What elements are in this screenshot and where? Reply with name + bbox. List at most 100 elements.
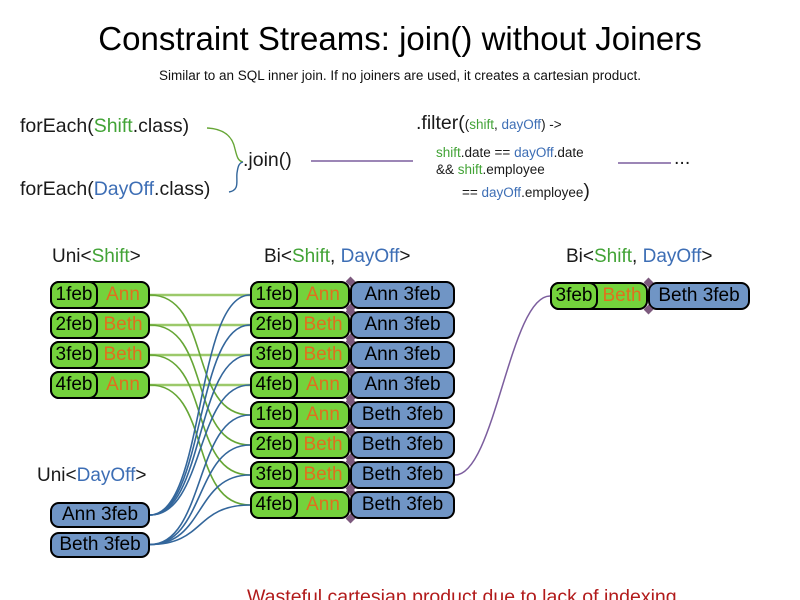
uni-dayoff-header: Uni<DayOff> [37, 465, 147, 487]
code-token: , [494, 117, 502, 132]
shift-date-cell: 4feb [250, 371, 298, 399]
code-filter-line3: && shift.employee [436, 162, 545, 177]
code-token: shift [457, 162, 483, 177]
dayoff-tuple-box: Ann 3feb [350, 311, 455, 339]
code-token: ( [464, 117, 470, 132]
header-dayoff-type: DayOff [340, 246, 400, 267]
shift-date-cell: 3feb [550, 282, 598, 310]
bi-main-header: Bi<Shift, DayOff> [264, 246, 410, 268]
code-filter-line4: == dayOff.employee) [462, 180, 590, 203]
code-ellipsis: ... [674, 147, 691, 169]
code-text: forEach( [20, 115, 94, 137]
dayoff-tuple-box: Beth 3feb [350, 491, 455, 519]
shift-link-line [149, 294, 251, 416]
header-text: , [330, 246, 341, 267]
code-token: == [462, 185, 482, 200]
dayoff-link-line [149, 444, 251, 546]
shift-employee-cell: Ann [106, 284, 140, 305]
shift-date-cell: 3feb [250, 341, 298, 369]
header-text: Bi< [264, 246, 292, 267]
dayoff-link-line [149, 354, 251, 516]
shift-employee-cell: Ann [306, 284, 340, 305]
code-token: shift [436, 145, 461, 160]
code-token: .date == [460, 145, 515, 160]
dayoff-link-line [149, 384, 251, 516]
header-text: , [632, 246, 643, 267]
header-text: > [135, 465, 147, 486]
page-title: Constraint Streams: join() without Joine… [98, 20, 702, 57]
header-shift-type: Shift [594, 246, 633, 267]
shift-employee-cell: Ann [306, 404, 340, 425]
result-link-line [454, 295, 551, 476]
dayoff-tuple-box: Beth 3feb [350, 431, 455, 459]
header-text: > [129, 246, 141, 267]
uni-shift-header: Uni<Shift> [52, 246, 141, 268]
shift-date-cell: 1feb [250, 401, 298, 429]
header-dayoff-type: DayOff [642, 246, 702, 267]
warning-note: Wasteful cartesian product due to lack o… [247, 527, 682, 600]
shift-employee-cell: Ann [106, 374, 140, 395]
code-foreach-shift: forEach(Shift.class) [20, 115, 189, 138]
code-text: forEach( [20, 178, 94, 200]
join-brace-shift-line [206, 127, 244, 163]
shift-date-cell: 2feb [250, 311, 298, 339]
code-token: .date [553, 145, 584, 160]
code-shift-class: Shift [93, 115, 133, 137]
code-token: dayOff [514, 145, 554, 160]
shift-tuple-box: 1feb Ann [250, 281, 350, 309]
shift-date-cell: 4feb [250, 491, 298, 519]
dayoff-tuple-box: Ann 3feb [350, 281, 455, 309]
code-token: && [436, 162, 458, 177]
dayoff-link-line [149, 414, 251, 546]
code-filter-line1: .filter((shift, dayOff) -> [416, 112, 562, 135]
code-token: ) -> [541, 117, 562, 132]
dayoff-tuple-box: Beth 3feb [50, 531, 150, 558]
bi-result-header: Bi<Shift, DayOff> [566, 246, 712, 268]
shift-employee-cell: Beth [103, 344, 143, 365]
code-token: shift [469, 117, 495, 132]
header-text: Uni< [52, 246, 92, 267]
shift-link-line [149, 354, 251, 476]
code-dayoff-class: DayOff [93, 178, 155, 200]
code-token: dayOff [501, 117, 542, 132]
shift-date-cell: 2feb [250, 431, 298, 459]
code-text: .filter( [416, 112, 465, 134]
shift-employee-cell: Beth [303, 464, 343, 485]
header-text: Bi< [566, 246, 594, 267]
warning-note-line1: Wasteful cartesian product due to lack o… [247, 586, 683, 600]
shift-tuple-box: 1feb Ann [250, 401, 350, 429]
dayoff-tuple-box: Ann 3feb [50, 502, 150, 528]
shift-tuple-box: 4feb Ann [250, 491, 350, 519]
shift-date-cell: 1feb [250, 281, 298, 309]
shift-date-cell: 3feb [250, 461, 298, 489]
shift-link-line [149, 324, 251, 446]
shift-employee-cell: Beth [303, 344, 343, 365]
join-brace-dayoff-line [228, 161, 244, 193]
shift-link-line [149, 384, 251, 506]
shift-employee-cell: Beth [602, 285, 642, 306]
shift-date-cell: 4feb [50, 371, 98, 399]
header-shift-type: Shift [292, 246, 331, 267]
dayoff-tuple-box: Beth 3feb [350, 401, 455, 429]
dayoff-link-line [149, 474, 251, 546]
header-text: > [701, 246, 713, 267]
code-token: .employee [482, 162, 545, 177]
code-join: .join() [243, 149, 292, 171]
shift-employee-cell: Ann [306, 494, 340, 515]
code-filter-line2: shift.date == dayOff.date [436, 145, 584, 160]
subtitle: Similar to an SQL inner join. If no join… [159, 68, 641, 83]
shift-tuple-box: 4feb Ann [50, 371, 150, 399]
code-text: .class) [154, 178, 211, 200]
shift-employee-cell: Beth [303, 314, 343, 335]
code-foreach-dayoff: forEach(DayOff.class) [20, 178, 210, 201]
shift-employee-cell: Beth [103, 314, 143, 335]
